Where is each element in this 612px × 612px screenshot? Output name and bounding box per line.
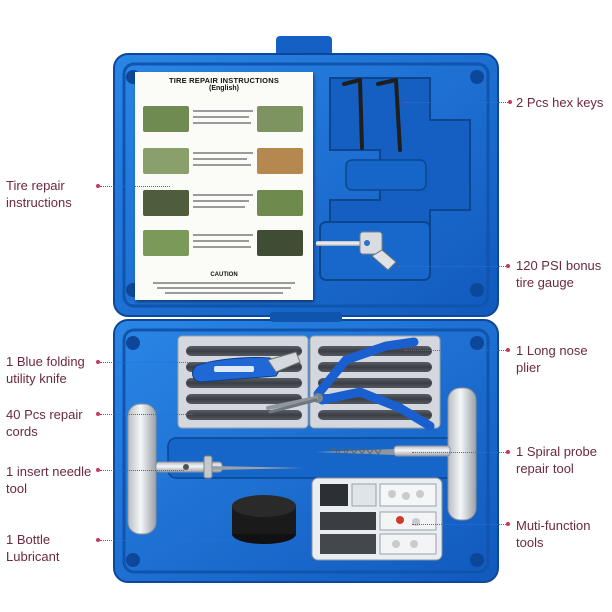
callout-hex-keys: 2 Pcs hex keys <box>516 95 604 110</box>
spiral-probe-tool <box>316 387 477 521</box>
manual-title: TIRE REPAIR INSTRUCTIONS <box>168 76 280 85</box>
leader-knife <box>100 362 212 363</box>
leader-gauge <box>398 266 506 267</box>
leader-dot-instructions <box>96 184 100 188</box>
callout-cords: 40 Pcs repair cords <box>6 407 83 439</box>
lubricant-bottle <box>232 495 296 544</box>
hex-keys <box>342 78 402 152</box>
callout-knife: 1 Blue folding utility knife <box>6 354 85 386</box>
manual-subtitle: (English) <box>209 85 239 92</box>
leader-cords <box>100 414 194 415</box>
leader-dot-cords <box>96 412 100 416</box>
multi-function-tools-box <box>311 477 443 561</box>
insert-needle-tool <box>127 403 304 535</box>
leader-instructions <box>100 186 170 187</box>
leader-dot-needle <box>96 468 100 472</box>
leader-plier <box>404 350 506 351</box>
leader-dot-knife <box>96 360 100 364</box>
leader-needle <box>100 470 184 471</box>
callout-probe: 1 Spiral probe repair tool <box>516 444 597 476</box>
tire-gauge <box>316 231 397 271</box>
callout-gauge: 120 PSI bonus tire gauge <box>516 258 602 290</box>
leader-dot-gauge <box>506 264 510 268</box>
callout-lubricant: 1 Bottle Lubricant <box>6 532 60 564</box>
leader-dot-plier <box>506 348 510 352</box>
leader-lubricant <box>100 540 234 541</box>
callout-tools: Muti-function tools <box>516 518 591 550</box>
callout-plier: 1 Long nose plier <box>516 343 588 375</box>
callout-instructions: Tire repair instructions <box>6 178 72 210</box>
leader-dot-hex-keys <box>508 100 512 104</box>
leader-dot-probe <box>506 450 510 454</box>
leader-dot-tools <box>506 522 510 526</box>
leader-tools <box>412 524 506 525</box>
callout-needle: 1 insert needle tool <box>6 464 92 496</box>
manual-caution: CAUTION <box>210 272 238 278</box>
utility-knife <box>192 351 301 383</box>
leader-hex-keys <box>404 102 508 103</box>
long-nose-plier <box>266 337 435 431</box>
leader-dot-lubricant <box>96 538 100 542</box>
leader-probe <box>412 452 506 453</box>
